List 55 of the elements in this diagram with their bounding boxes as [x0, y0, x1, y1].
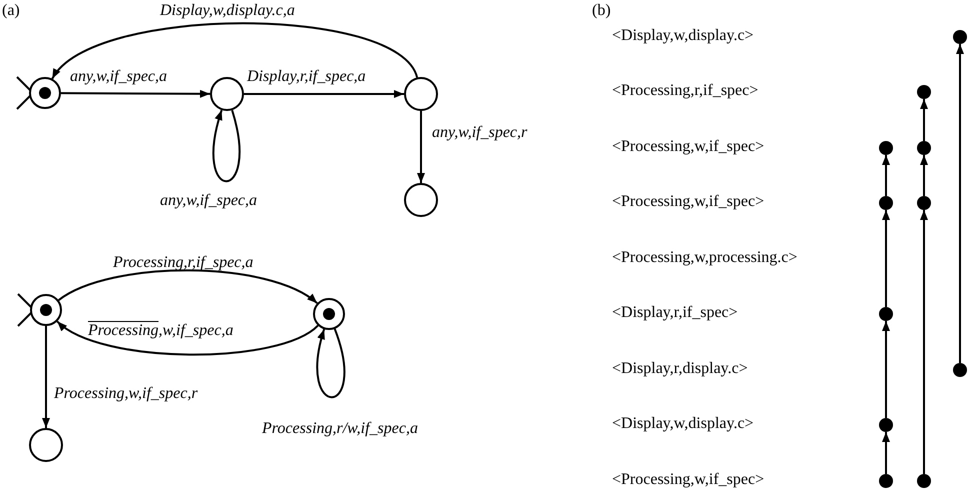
event-dot	[917, 85, 931, 99]
state-circle	[210, 77, 244, 111]
event-label: <Processing,w,if_spec>	[612, 471, 764, 489]
state-circle	[404, 77, 438, 111]
marked-state-circle	[30, 294, 62, 326]
state-circle	[29, 428, 63, 462]
event-dot	[953, 363, 967, 377]
event-label: <Processing,w,if_spec>	[612, 138, 764, 156]
event-label: <Processing,w,processing.c>	[612, 249, 798, 267]
event-label: <Display,w,display.c>	[612, 27, 754, 45]
event-dot	[917, 474, 931, 488]
dependency-arrow	[920, 155, 928, 196]
edge-label: Processing,r/w,if_spec,a	[262, 420, 418, 438]
event-label: <Display,r,if_spec>	[612, 304, 738, 322]
panel-label: (b)	[592, 2, 611, 20]
dependency-arrow	[920, 210, 928, 474]
edge-label: Processing,w,if_spec,r	[54, 385, 198, 403]
transition-arrow	[417, 111, 425, 183]
event-label: <Processing,w,if_spec>	[612, 193, 764, 211]
edge-label: Display,r,if_spec,a	[247, 68, 366, 86]
event-dot	[879, 474, 893, 488]
transition-arrow	[61, 90, 210, 98]
transition-arrow	[52, 22, 418, 80]
event-dot	[879, 418, 893, 432]
event-label: <Display,w,display.c>	[612, 415, 754, 433]
event-dot	[917, 141, 931, 155]
transition-arrow	[58, 269, 318, 304]
transition-arrow	[244, 90, 404, 98]
marked-state-circle	[29, 77, 61, 109]
edge-label: any,w,if_spec,a	[70, 68, 168, 86]
transition-arrow	[212, 110, 240, 182]
transition-arrow	[56, 320, 318, 356]
dependency-arrow	[882, 210, 890, 307]
dependency-arrow	[956, 44, 964, 363]
panel-label: (a)	[2, 2, 20, 20]
marked-state-circle	[313, 298, 345, 330]
event-dot	[879, 307, 893, 321]
edge-label: any,w,if_spec,r	[432, 124, 528, 142]
edge-label: Processing,w,if_spec,a	[88, 322, 234, 340]
edge-label: Processing,r,if_spec,a	[113, 254, 254, 272]
dependency-arrow	[882, 432, 890, 474]
dependency-arrow	[882, 155, 890, 196]
event-dot	[953, 30, 967, 44]
dependency-arrow	[882, 321, 890, 418]
edge-label: Display,w,display.c,a	[160, 2, 295, 20]
event-label: <Processing,r,if_spec>	[612, 82, 758, 100]
event-dot	[917, 196, 931, 210]
event-dot	[879, 196, 893, 210]
transition-arrow	[42, 326, 50, 428]
edge-label: any,w,if_spec,a	[160, 192, 258, 210]
dependency-arrow	[920, 99, 928, 141]
state-circle	[404, 183, 438, 217]
event-dot	[879, 141, 893, 155]
transition-arrow	[316, 328, 346, 398]
event-label: <Display,r,display.c>	[612, 360, 748, 378]
